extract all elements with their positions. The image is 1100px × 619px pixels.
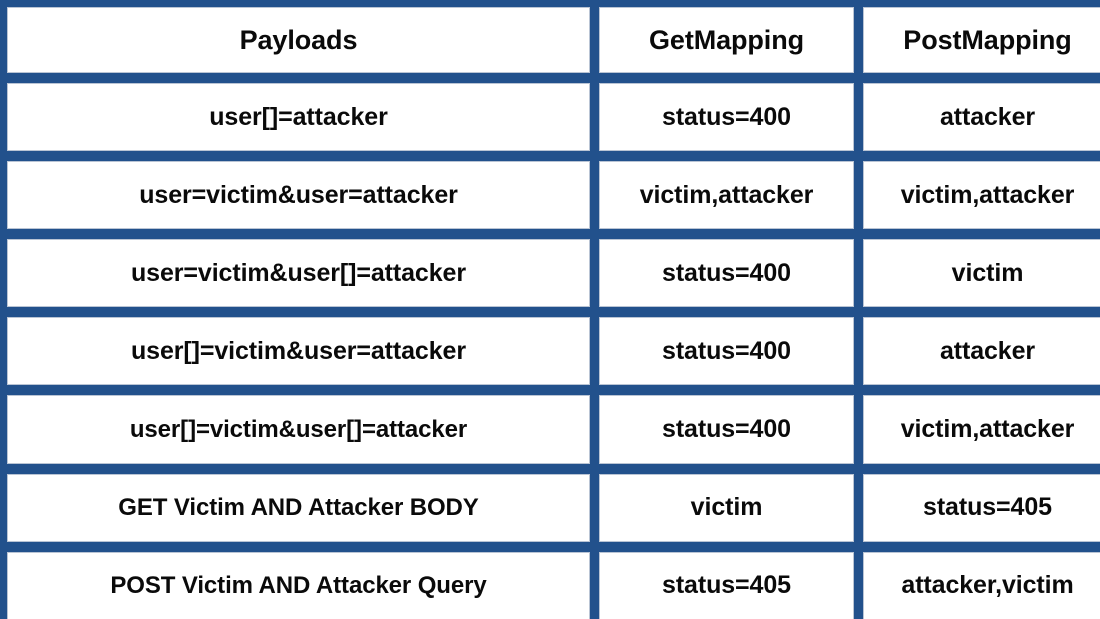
table-header-row: Payloads GetMapping PostMapping	[0, 0, 1100, 78]
cell-postmapping: attacker	[863, 83, 1100, 152]
table-row: user[]=victim&user[]=attacker status=400…	[0, 390, 1100, 468]
table-row: user=victim&user[]=attacker status=400 v…	[0, 234, 1100, 312]
table-row: user=victim&user=attacker victim,attacke…	[0, 156, 1100, 234]
cell-postmapping: victim,attacker	[863, 395, 1100, 464]
cell-getmapping: status=405	[599, 551, 854, 619]
table-row: POST Victim AND Attacker Query status=40…	[0, 547, 1100, 619]
cell-postmapping: attacker	[863, 317, 1100, 386]
column-header-postmapping: PostMapping	[863, 7, 1100, 74]
cell-payload: GET Victim AND Attacker BODY	[7, 473, 590, 542]
cell-getmapping: status=400	[599, 395, 854, 464]
table-row: user[]=victim&user=attacker status=400 a…	[0, 312, 1100, 390]
cell-postmapping: status=405	[863, 473, 1100, 542]
cell-getmapping: status=400	[599, 317, 854, 386]
cell-payload: user[]=victim&user[]=attacker	[7, 395, 590, 464]
cell-payload: user[]=attacker	[7, 83, 590, 152]
cell-getmapping: status=400	[599, 239, 854, 308]
cell-postmapping: attacker,victim	[863, 551, 1100, 619]
cell-getmapping: status=400	[599, 83, 854, 152]
column-header-payloads: Payloads	[7, 7, 590, 74]
cell-getmapping: victim,attacker	[599, 161, 854, 230]
table-row: GET Victim AND Attacker BODY victim stat…	[0, 469, 1100, 547]
column-header-getmapping: GetMapping	[599, 7, 854, 74]
cell-postmapping: victim	[863, 239, 1100, 308]
table-row: user[]=attacker status=400 attacker	[0, 78, 1100, 156]
cell-payload: POST Victim AND Attacker Query	[7, 551, 590, 619]
cell-payload: user=victim&user=attacker	[7, 161, 590, 230]
cell-getmapping: victim	[599, 473, 854, 542]
cell-postmapping: victim,attacker	[863, 161, 1100, 230]
cell-payload: user[]=victim&user=attacker	[7, 317, 590, 386]
cell-payload: user=victim&user[]=attacker	[7, 239, 590, 308]
